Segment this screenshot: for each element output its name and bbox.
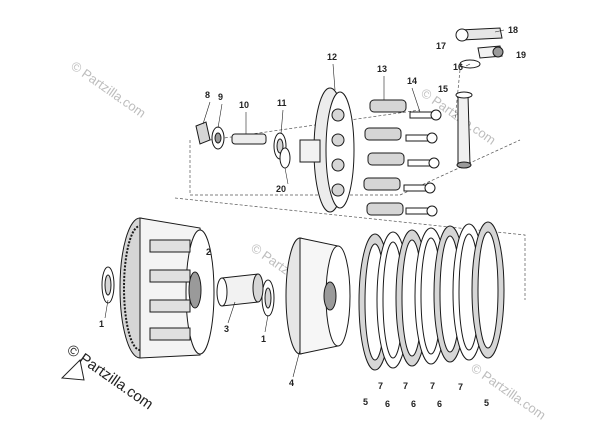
part-label-13: 13: [377, 64, 387, 74]
part-label-18: 18: [508, 25, 518, 35]
sleeve-bushing: [216, 273, 264, 307]
part-label-7: 7: [378, 381, 383, 391]
part-label-3: 3: [224, 324, 229, 334]
thrust-washer-right: [261, 279, 275, 317]
push-rod: [455, 91, 473, 169]
part-label-7: 7: [458, 382, 463, 392]
part-label-5: 5: [484, 398, 489, 408]
part-label-19: 19: [516, 50, 526, 60]
part-label-5: 5: [363, 397, 368, 407]
clutch-basket: [119, 217, 215, 359]
part-label-8: 8: [205, 90, 210, 100]
part-label-1: 1: [99, 319, 104, 329]
part-label-11: 11: [277, 98, 287, 108]
part-labels: 1 1 2 3 4 5 5 6 6 6 7 7 7 7 8 9 10 11 12…: [99, 25, 526, 409]
part-label-6: 6: [411, 399, 416, 409]
pressure-plate: [299, 87, 355, 213]
watermark-text: © Partzilla.com: [468, 360, 548, 423]
part-label-20: 20: [276, 184, 286, 194]
part-label-17: 17: [436, 41, 446, 51]
clutch-nut: [195, 121, 211, 145]
part-label-4: 4: [289, 378, 294, 388]
part-label-16: 16: [453, 62, 463, 72]
part-label-1: 1: [261, 334, 266, 344]
part-label-14: 14: [407, 76, 417, 86]
release-lever: [455, 27, 504, 59]
clutch-inner-hub: [285, 237, 351, 355]
part-label-6: 6: [437, 399, 442, 409]
part-label-7: 7: [430, 381, 435, 391]
lock-washer: [211, 126, 225, 150]
leader-lines: [104, 29, 505, 378]
part-label-7: 7: [403, 381, 408, 391]
spring-bolts: [403, 109, 442, 217]
part-label-12: 12: [327, 52, 337, 62]
part-label-2: 2: [206, 247, 211, 257]
part-label-9: 9: [218, 92, 223, 102]
part-label-10: 10: [239, 100, 249, 110]
clutch-plate-stack: [358, 221, 505, 371]
compression-spring: [231, 133, 267, 145]
thrust-washer-left: [101, 266, 115, 304]
part-label-6: 6: [385, 399, 390, 409]
o-ring: [279, 147, 291, 169]
clutch-springs: [363, 99, 407, 216]
watermark-text: © Partzilla.com: [68, 58, 148, 121]
part-label-15: 15: [438, 84, 448, 94]
